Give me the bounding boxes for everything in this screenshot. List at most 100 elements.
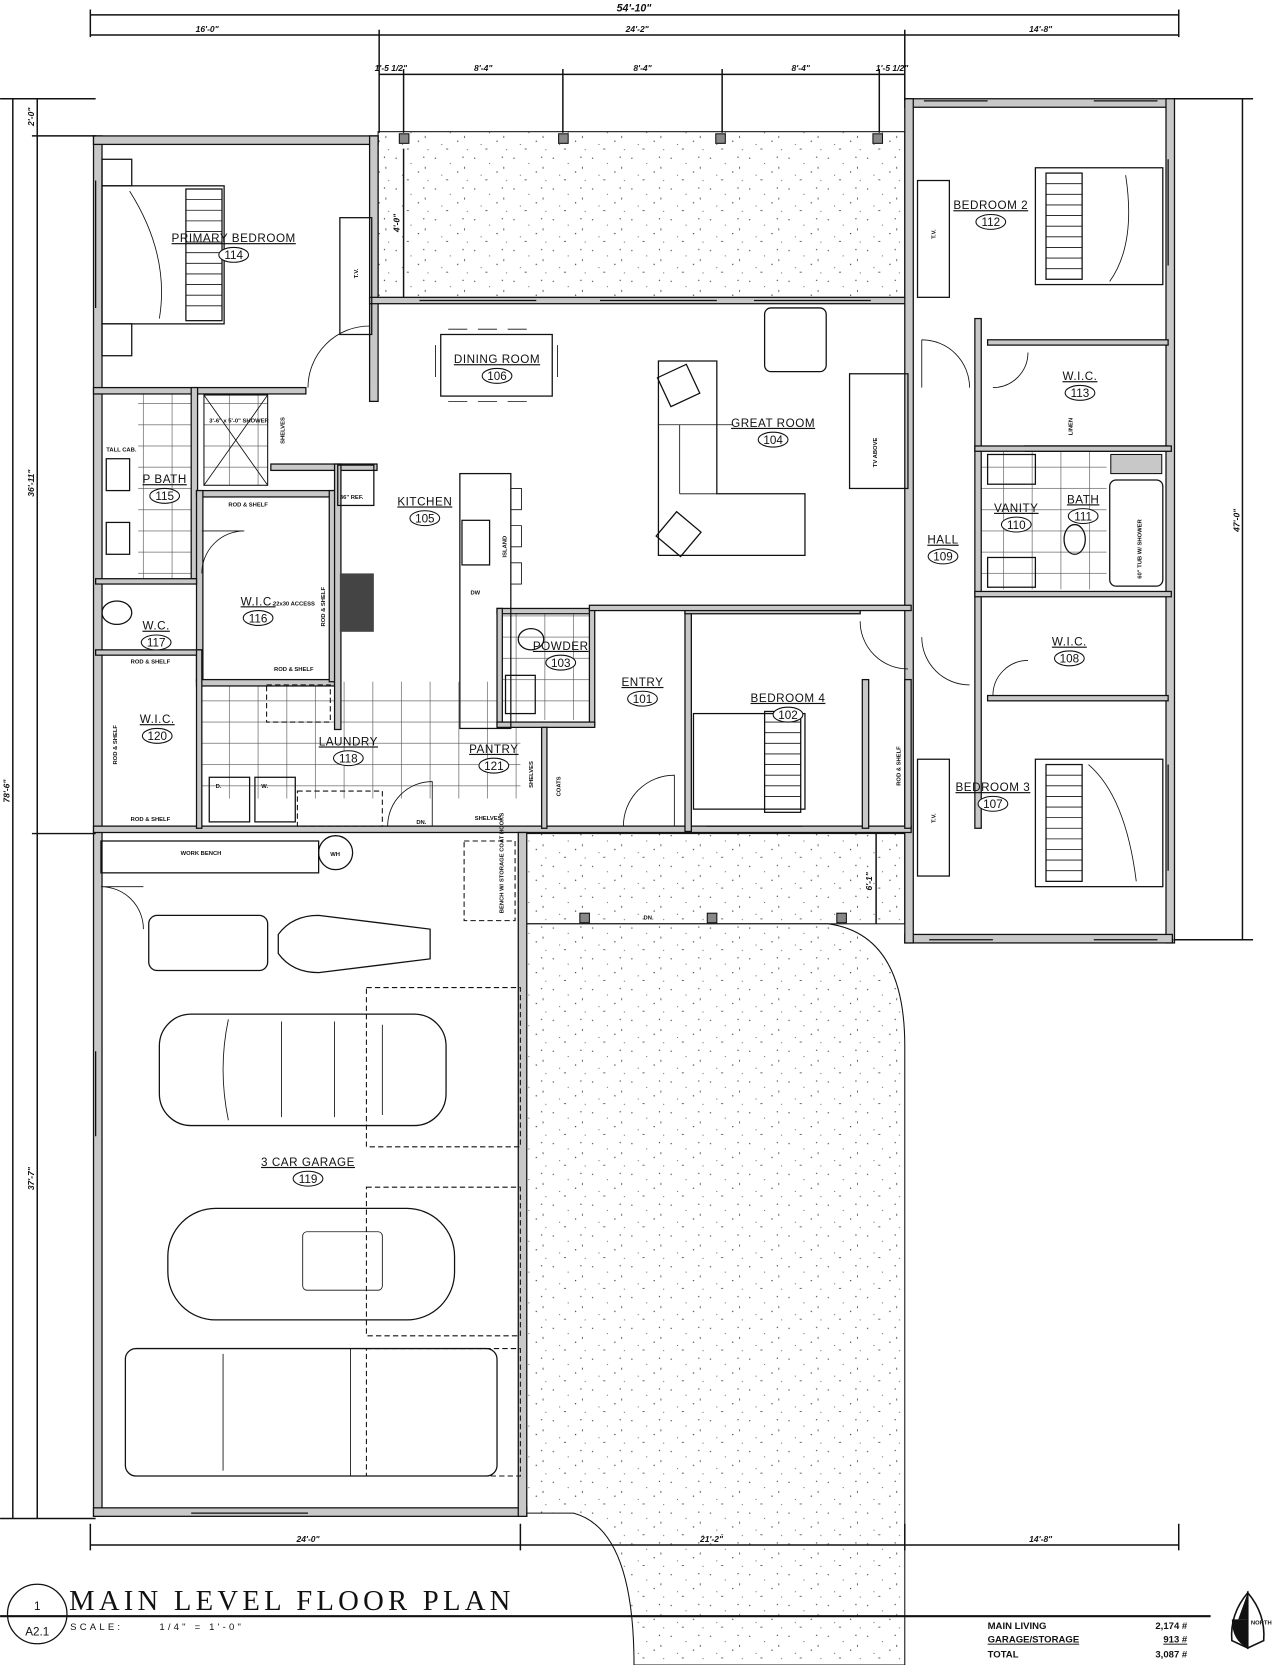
room-number-oval (332, 750, 364, 767)
room-name: W.I.C. (140, 713, 175, 726)
furniture (95, 100, 1169, 1514)
wall-segment (904, 98, 1174, 108)
washer (254, 776, 296, 823)
pickup-truck (124, 1347, 498, 1477)
note: SHELVES (475, 816, 502, 822)
front-porch (524, 833, 906, 925)
dimension-lines (0, 9, 1254, 1551)
room-label: W.I.C.116 (241, 595, 276, 626)
wall-segment (540, 726, 548, 829)
room-number-oval (977, 795, 1009, 812)
toilet (517, 627, 545, 651)
room-number-oval (975, 213, 1007, 230)
note: DW (470, 591, 480, 597)
room-label: W.C.117 (140, 620, 172, 651)
room-number: 108 (1060, 653, 1079, 666)
wall-segment (270, 463, 378, 472)
room-label: W.I.C. 108 (1052, 636, 1087, 667)
scale-value: 1/4" = 1'-0" (159, 1622, 244, 1633)
room-name: GREAT ROOM (731, 417, 815, 430)
room-number-oval (627, 690, 658, 707)
dryer (208, 776, 251, 823)
wall-segment (1165, 98, 1176, 944)
wall-segment (517, 831, 528, 1517)
note: 60" TUB W/ SHOWER (1138, 518, 1144, 578)
dim-porch-4: 8'-4" (792, 63, 811, 73)
note: D. (216, 784, 222, 790)
note: T.V. (932, 813, 938, 823)
room-number-oval (1064, 384, 1096, 401)
note: ISLAND (503, 536, 509, 558)
wall-segment (904, 933, 1174, 944)
note: 22x30 ACCESS (273, 601, 315, 607)
wall-segment (861, 678, 870, 829)
room-number: 103 (551, 657, 570, 670)
room-name: BEDROOM 3 (956, 781, 1031, 794)
room-number: 107 (983, 798, 1002, 811)
wall-segment (496, 607, 503, 726)
room-name: W.I.C. (1052, 636, 1087, 649)
room-number-oval (140, 634, 172, 651)
room-number-oval (1000, 516, 1032, 533)
walls (92, 98, 1176, 1517)
note: 3'-6" x 5'-0" SHOWER (209, 419, 269, 425)
room-label: BEDROOM 3 107 (956, 781, 1031, 812)
wall-segment (974, 317, 982, 829)
room-number: 106 (487, 370, 506, 383)
dim-entry-porch-depth: 6'-1" (864, 871, 874, 890)
note: BENCH W/ STORAGE COAT HOOKS (499, 813, 505, 914)
room-number-oval (757, 431, 789, 448)
dim-top-3: 14'-8" (1029, 24, 1053, 34)
wall-segment (92, 386, 307, 395)
room-name: W.I.C. (241, 595, 276, 608)
vanity-sink (105, 521, 131, 555)
room-name: HALL (927, 534, 958, 547)
room-name: W.C. (142, 620, 169, 633)
room-number: 121 (484, 760, 503, 773)
tv-cabinet (916, 179, 951, 298)
room-number-oval (1053, 650, 1085, 667)
dim-porch-3: 8'-4" (633, 63, 652, 73)
wall-segment (904, 678, 912, 829)
room-name: 3 CAR GARAGE (261, 1156, 355, 1169)
wall-segment (588, 604, 912, 612)
title-block: 1 A2.1 MAIN LEVEL FLOOR PLAN SCALE: 1/4"… (0, 1583, 1272, 1661)
dim-bottom-1: 24'-0" (295, 1534, 320, 1544)
note: TV ABOVE (873, 438, 879, 468)
room-number: 113 (1071, 387, 1090, 400)
dim-top-2: 24'-2" (625, 24, 650, 34)
room-name: BATH (1067, 493, 1099, 506)
dim-porch-5: 1'-5 1/2" (876, 63, 909, 73)
bathtub (1109, 479, 1164, 587)
room-number: 119 (299, 1173, 318, 1186)
room-number: 105 (415, 512, 434, 525)
note: T.V. (354, 268, 360, 278)
note: SHELVES (281, 417, 287, 444)
dim-top-1: 16'-0" (196, 24, 220, 34)
dim-left-2: 36'-11" (26, 469, 36, 497)
note: ROD & SHELF (131, 660, 171, 666)
dim-right: 47'-0" (1231, 508, 1241, 533)
room-number: 115 (155, 490, 174, 503)
room-name: DINING ROOM (454, 353, 540, 366)
room-number: 101 (633, 693, 652, 706)
note: DN. (644, 916, 654, 922)
note: DN. (416, 820, 426, 826)
armchair (763, 307, 827, 373)
wall-segment (195, 489, 336, 498)
annotations: TALL CAB. 3'-6" x 5'-0" SHOWER SHELVES R… (106, 229, 1143, 922)
dim-porch-2: 8'-4" (474, 63, 493, 73)
covered-patio (377, 131, 906, 299)
room-name: ENTRY (621, 676, 663, 689)
room-name: VANITY (994, 502, 1038, 515)
tv-cabinet (916, 758, 951, 877)
